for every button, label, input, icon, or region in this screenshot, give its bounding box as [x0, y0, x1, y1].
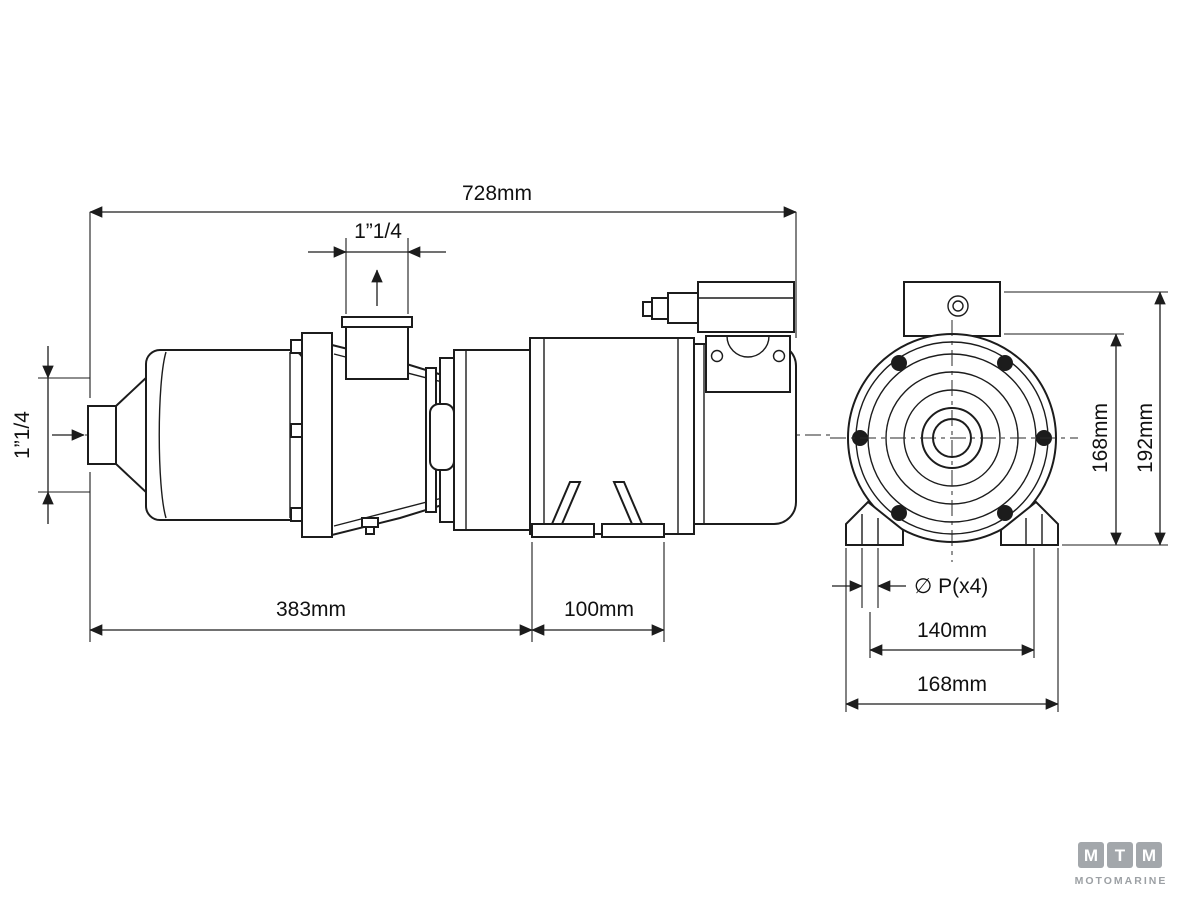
pump-length-label: 383mm — [276, 598, 346, 621]
top-port-size-label: 1”1/4 — [354, 220, 402, 243]
through-bolts — [852, 355, 1052, 521]
dim-hole-spacing: 140mm — [869, 548, 1035, 658]
motor-body — [529, 337, 695, 535]
logo-letter-m2: M — [1142, 846, 1156, 865]
dim-inlet-port: 1”1/4 — [11, 346, 90, 524]
terminal-box — [642, 281, 795, 333]
dim-overall-length: 728mm — [89, 182, 797, 398]
mtm-logo: M T M MOTOMARINE — [1075, 842, 1168, 887]
body-diameter-label: 168mm — [1089, 403, 1112, 473]
inlet-port-size-label: 1”1/4 — [11, 411, 34, 459]
accumulator-tank — [145, 349, 305, 521]
motor-end-bell — [693, 335, 797, 525]
dim-pump-length: 383mm — [89, 472, 533, 642]
front-mounting-feet — [845, 500, 1059, 546]
motor-feet — [531, 481, 665, 538]
overall-length-label: 728mm — [462, 182, 532, 205]
foot-length-label: 100mm — [564, 598, 634, 621]
overall-height-label: 192mm — [1134, 403, 1157, 473]
drain-plug — [361, 517, 379, 528]
dim-overall-height: 192mm — [1004, 291, 1168, 546]
logo-square-3 — [1136, 842, 1162, 868]
logo-letter-m1: M — [1084, 846, 1098, 865]
pump-flange — [290, 332, 333, 538]
logo-square-1 — [1078, 842, 1104, 868]
logo-letter-t: T — [1115, 846, 1126, 865]
inlet-port — [87, 373, 149, 497]
dim-base-width: 168mm — [845, 548, 1059, 712]
front-view — [830, 281, 1078, 562]
dim-mounting-holes: ∅ P(x4) — [832, 548, 988, 608]
discharge-port — [341, 269, 413, 380]
hole-spacing-label: 140mm — [917, 619, 987, 642]
dim-body-diameter: 168mm — [1004, 333, 1168, 546]
brush-holder-bracket — [705, 335, 791, 393]
dim-top-port: 1”1/4 — [308, 220, 446, 314]
logo-name: MOTOMARINE — [1075, 875, 1168, 887]
side-view — [55, 269, 832, 538]
logo-square-2 — [1107, 842, 1133, 868]
dim-foot-length: 100mm — [531, 542, 665, 642]
base-width-label: 168mm — [917, 673, 987, 696]
mounting-holes-label: ∅ P(x4) — [914, 575, 988, 598]
seal-housing — [425, 357, 455, 523]
cable-gland — [667, 292, 699, 324]
motor-adapter — [453, 349, 531, 531]
